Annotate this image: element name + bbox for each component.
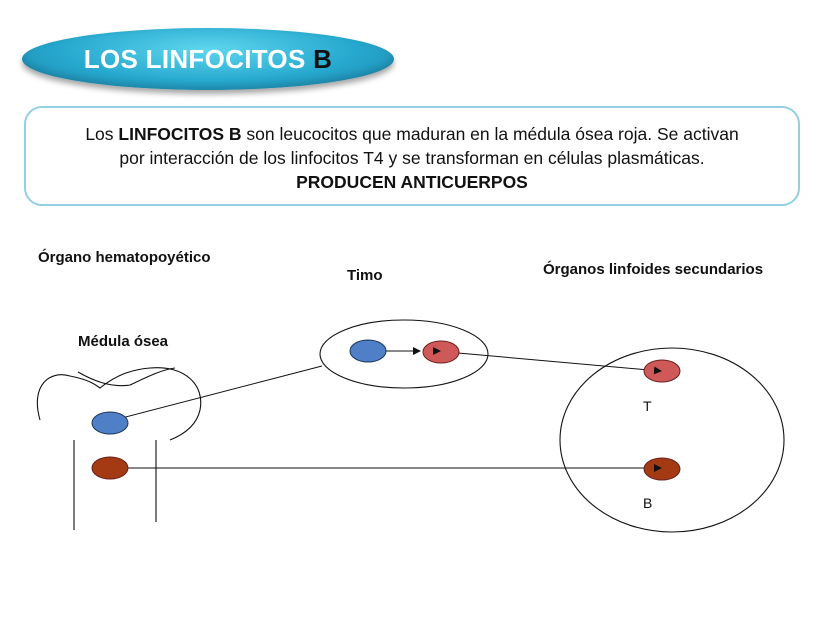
red-cell-thymus <box>422 340 460 364</box>
t-cell-arrow-tip <box>653 366 662 375</box>
label-bone-marrow: Médula ósea <box>78 333 169 350</box>
page-title: LOS LINFOCITOS B <box>84 44 332 75</box>
definition-line-3: PRODUCEN ANTICUERPOS <box>26 170 798 194</box>
definition-bold-term: LINFOCITOS B <box>118 124 242 144</box>
t-cell-migration-arrow <box>457 352 661 375</box>
t-cell <box>643 359 681 383</box>
title-banner: LOS LINFOCITOS B <box>22 28 394 90</box>
label-t-cell: T <box>643 398 652 414</box>
marrow-to-thymus-line <box>109 365 323 422</box>
bone-head-contour <box>36 367 202 441</box>
title-main: LOS LINFOCITOS <box>83 43 306 74</box>
title-accent: B <box>313 43 333 74</box>
label-b-cell: B <box>643 495 653 511</box>
blue-cell-marrow <box>91 411 129 435</box>
bone-head-inner <box>77 367 176 387</box>
definition-box: Los LINFOCITOS B son leucocitos que madu… <box>24 106 800 206</box>
definition-text: son leucocitos que maduran en la médula … <box>241 124 739 144</box>
thymus-outline <box>319 319 489 389</box>
definition-text: Los <box>85 124 119 144</box>
brown-cell-marrow <box>91 456 129 480</box>
secondary-organ-outline <box>559 347 785 533</box>
label-thymus: Timo <box>347 267 383 284</box>
bone-outline <box>36 367 202 530</box>
definition-line-1: Los LINFOCITOS B son leucocitos que madu… <box>26 122 798 146</box>
label-secondary-lymphoid-organs: Órganos linfoides secundarios <box>543 261 764 278</box>
b-cell <box>643 457 681 481</box>
definition-line-2: por interacción de los linfocitos T4 y s… <box>119 148 705 168</box>
definition-emphasis: PRODUCEN ANTICUERPOS <box>296 172 528 192</box>
label-hematopoietic-organ: Órgano hematopoyético <box>38 249 211 266</box>
blue-cell-thymus <box>349 339 387 363</box>
